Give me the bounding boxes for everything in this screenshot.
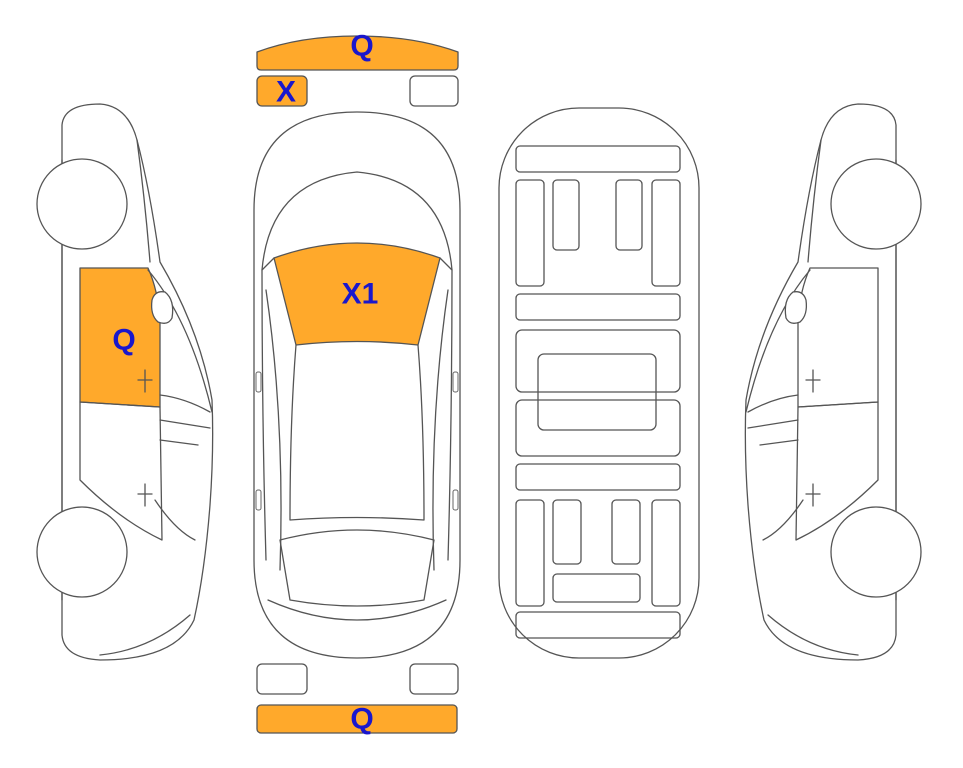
top-view-hood-lines (261, 171, 453, 271)
underbody-center-tunnel (537, 353, 657, 431)
right-front-wheel (830, 158, 922, 250)
underbody-firewall (515, 293, 681, 321)
rear-left-light (256, 663, 308, 695)
underbody-left-engine-mount (552, 179, 580, 251)
underbody-right-engine-mount (615, 179, 643, 251)
underbody-front-crossmember (515, 145, 681, 173)
underbody-right-tank-mount (611, 499, 641, 565)
front-left-headlight (256, 75, 308, 107)
left-front-door-label: Q (112, 324, 135, 357)
top-view-body (253, 111, 461, 659)
left-side-view: Q (36, 103, 214, 661)
rear-bumper (256, 704, 458, 734)
top-view-left-rear-handle (255, 489, 262, 511)
right-side-windows (745, 269, 811, 541)
underbody-rear-panel (515, 611, 681, 639)
left-front-door-handle (137, 369, 153, 393)
underbody-rear-crossmember (515, 463, 681, 491)
underbody-left-tank-mount (552, 499, 582, 565)
top-view-right-mirror (452, 371, 459, 393)
left-front-wheel (36, 158, 128, 250)
front-right-headlight (409, 75, 459, 107)
underbody-left-rear-rail (515, 499, 545, 607)
right-side-view (744, 103, 922, 661)
left-side-mirror (150, 291, 174, 324)
left-rear-door-outline (79, 401, 163, 541)
right-rear-door-handle (805, 483, 821, 507)
front-bumper-label: Q (350, 30, 373, 63)
top-view-right-rear-handle (452, 489, 459, 511)
top-view: Q X X1 Q (253, 30, 461, 736)
top-view-side-contours (265, 289, 449, 571)
underbody-right-rear-rail (651, 499, 681, 607)
front-bumper (256, 35, 459, 71)
underbody-right-front-rail (651, 179, 681, 287)
top-view-cabin (289, 344, 425, 521)
rear-right-light (409, 663, 459, 695)
right-side-mirror (784, 291, 808, 324)
top-view-pillars (261, 257, 453, 561)
left-rear-wheel (36, 506, 128, 598)
top-view-rear-window (279, 529, 435, 607)
underbody-spare-well (552, 573, 641, 603)
top-view-trunk (267, 599, 447, 621)
underbody-view (498, 107, 700, 659)
underbody-left-front-rail (515, 179, 545, 287)
underbody-outline (498, 107, 700, 659)
rear-bumper-label: Q (350, 703, 373, 736)
top-view-left-mirror (255, 371, 262, 393)
right-front-door-handle (805, 369, 821, 393)
right-rear-wheel (830, 506, 922, 598)
front-left-headlight-label: X (276, 76, 296, 109)
underbody-floor-rear (515, 399, 681, 457)
right-rear-door-outline (795, 401, 879, 541)
windshield-label: X1 (342, 278, 379, 311)
left-side-windows (147, 269, 213, 541)
left-rear-door-handle (137, 483, 153, 507)
underbody-floor-front (515, 329, 681, 393)
